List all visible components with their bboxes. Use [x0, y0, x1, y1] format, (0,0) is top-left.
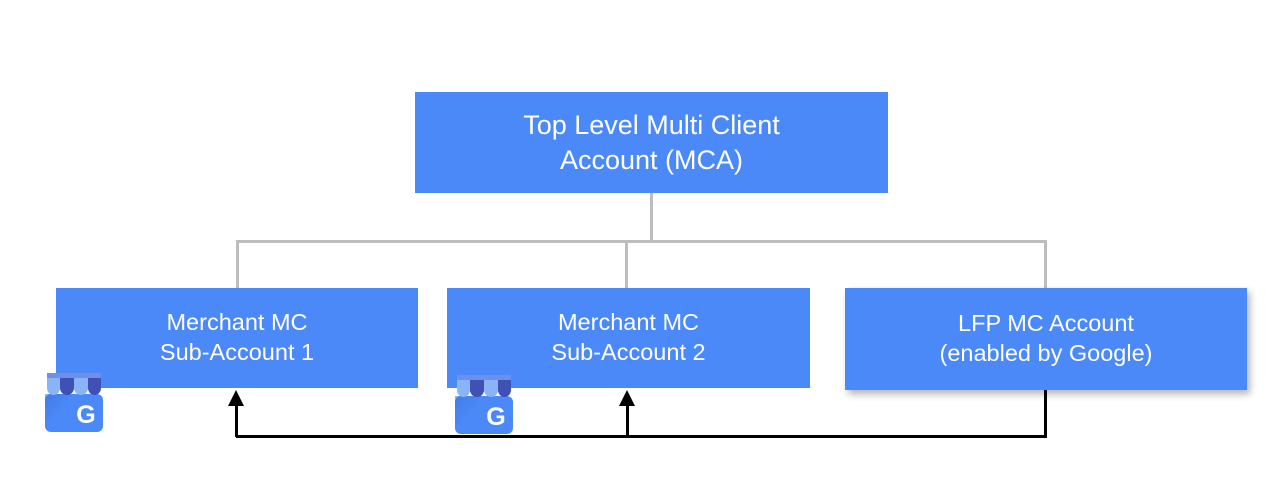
- arrowhead-icon-sub-account-1: [228, 390, 244, 406]
- node-label-merchant-mc-sub-account-2: Merchant MC Sub-Account 2: [551, 309, 706, 365]
- node-top-level-mca[interactable]: Top Level Multi Client Account (MCA): [415, 92, 888, 193]
- google-my-business-icon: G: [455, 375, 513, 434]
- feedback-horizontal-line: [236, 435, 1047, 438]
- node-merchant-mc-sub-account-1[interactable]: Merchant MC Sub-Account 1: [56, 288, 418, 388]
- connector-drop-lfp-account: [1044, 240, 1047, 289]
- feedback-riser-sub-account-1: [235, 400, 238, 437]
- connector-horizontal-bus: [236, 240, 1047, 243]
- connector-drop-sub-account-2: [625, 240, 628, 289]
- gmb-letter-g: G: [486, 403, 505, 431]
- connector-top-stem: [650, 193, 653, 243]
- node-lfp-mc-account[interactable]: LFP MC Account (enabled by Google): [845, 288, 1247, 390]
- google-my-business-icon: G: [45, 373, 103, 432]
- node-label-lfp-mc-account: LFP MC Account (enabled by Google): [939, 310, 1153, 366]
- feedback-riser-lfp: [1044, 389, 1047, 437]
- node-merchant-mc-sub-account-2[interactable]: Merchant MC Sub-Account 2: [447, 288, 810, 388]
- node-label-top-level-mca: Top Level Multi Client Account (MCA): [523, 110, 780, 175]
- arrowhead-icon-sub-account-2: [619, 390, 635, 406]
- connector-drop-sub-account-1: [236, 240, 239, 289]
- node-label-merchant-mc-sub-account-1: Merchant MC Sub-Account 1: [159, 309, 315, 365]
- feedback-riser-sub-account-2: [626, 400, 629, 437]
- gmb-letter-g: G: [76, 401, 95, 429]
